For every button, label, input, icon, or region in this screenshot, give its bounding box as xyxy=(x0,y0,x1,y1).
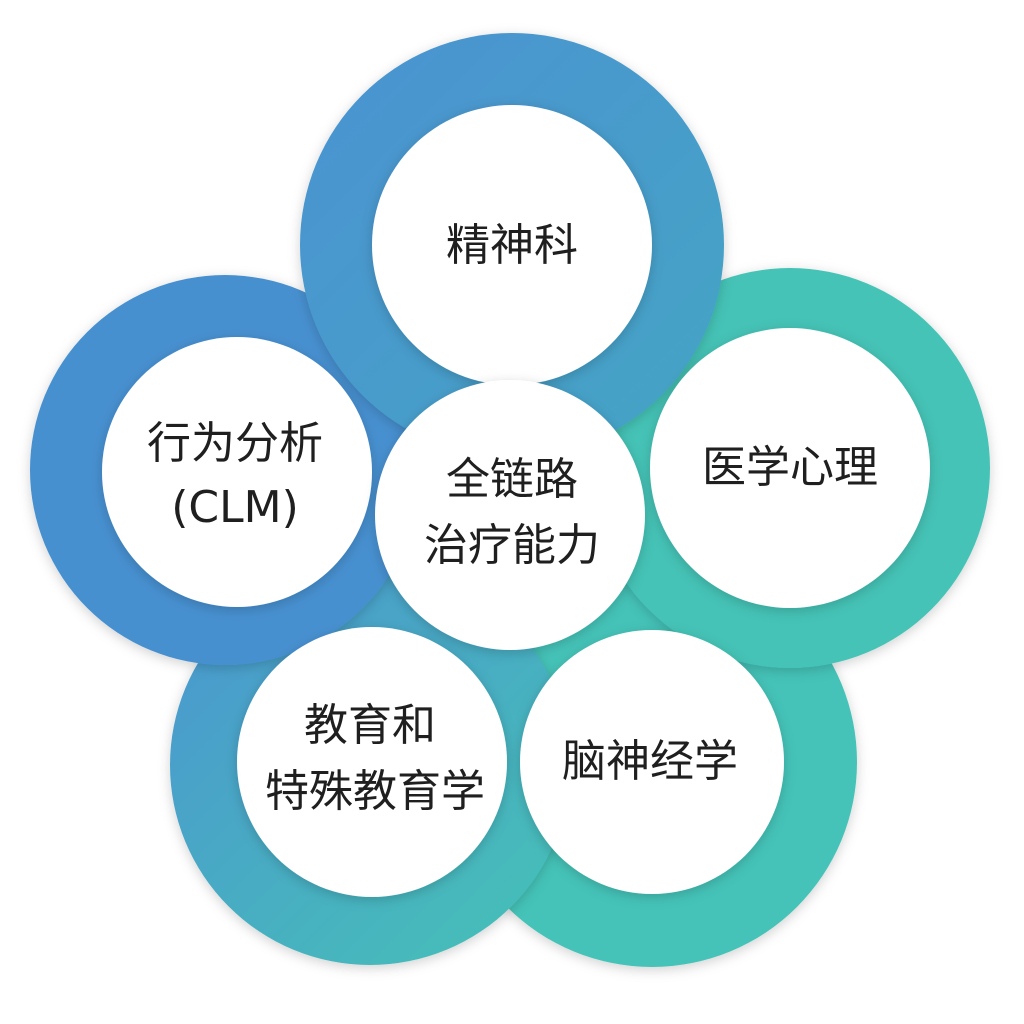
node-behavior[interactable] xyxy=(102,337,372,607)
label-center-2: 治疗能力 xyxy=(424,520,600,571)
label-behavior-1: 行为分析 xyxy=(147,418,323,469)
label-education-1: 教育和 xyxy=(304,700,436,751)
label-medpsych: 医学心理 xyxy=(702,442,878,493)
label-neuro: 脑神经学 xyxy=(562,736,738,787)
node-center[interactable] xyxy=(375,380,645,650)
node-medpsych[interactable] xyxy=(650,328,930,608)
node-education[interactable] xyxy=(237,627,507,897)
label-behavior-2: (CLM) xyxy=(171,482,299,533)
label-education-2: 特殊教育学 xyxy=(265,766,485,817)
label-psychiatry: 精神科 xyxy=(446,220,578,271)
label-center-1: 全链路 xyxy=(446,454,578,505)
node-psychiatry[interactable] xyxy=(372,105,652,385)
node-neuro[interactable] xyxy=(520,630,784,894)
